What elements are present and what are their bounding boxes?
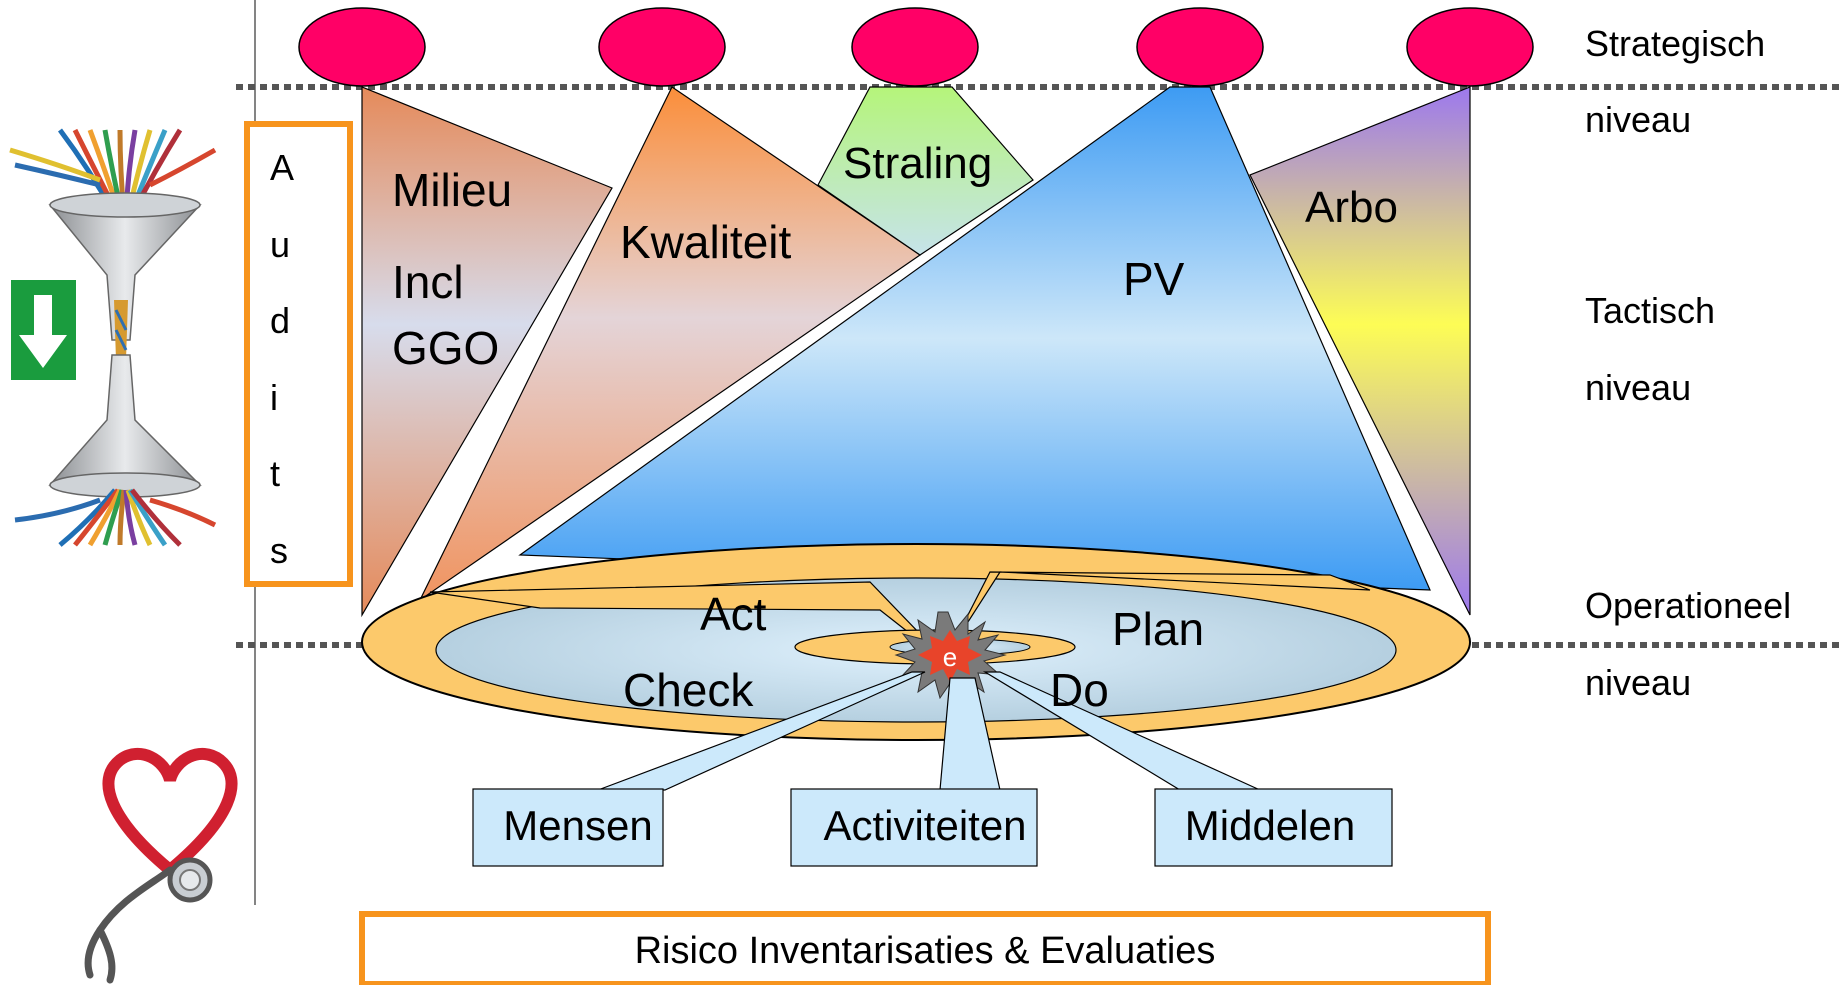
strategic-node — [851, 7, 979, 87]
domain-milieu-incl-label: Incl — [392, 256, 464, 308]
core-label: e — [943, 642, 957, 672]
domain-arbo-shape — [1249, 86, 1471, 616]
domain-arbo-label: Arbo — [1305, 183, 1398, 232]
domain-milieu-label: Milieu — [392, 164, 512, 216]
strategic-node — [1136, 7, 1264, 87]
level-operational-label: Operationeel — [1585, 585, 1791, 626]
domain-pv-shape — [518, 86, 1431, 591]
footer-box — [359, 911, 1491, 985]
funnel-cables-icon — [9, 128, 217, 547]
domain-pv-label: PV — [1123, 253, 1185, 305]
callout-mensen — [597, 671, 926, 791]
audits-box — [244, 121, 353, 587]
footer-label: Risico Inventarisaties & Evaluaties — [635, 930, 1216, 972]
audits-letter: i — [270, 377, 278, 418]
strategic-node — [598, 7, 726, 87]
down-arrow-icon — [11, 280, 76, 380]
domain-kwaliteit-shape — [418, 86, 922, 602]
box-middelen — [1154, 788, 1393, 867]
audits-letter: s — [270, 530, 288, 571]
pdca-act-label: Act — [700, 588, 767, 640]
box-activiteiten — [790, 788, 1038, 867]
audits-letter: A — [270, 147, 294, 188]
pdca-check-label: Check — [623, 664, 754, 716]
domain-straling-shape — [817, 86, 1034, 256]
core-starburst-inner — [918, 630, 982, 682]
level-tactical-label: Tactisch — [1585, 290, 1715, 331]
resource-label-activiteiten: Activiteiten — [823, 802, 1026, 849]
audits-letter: t — [270, 453, 280, 494]
domain-kwaliteit-label: Kwaliteit — [620, 216, 792, 268]
pdca-do-label: Do — [1050, 664, 1109, 716]
domain-milieu-shape — [361, 86, 613, 618]
level-strategic-sub-label: niveau — [1585, 99, 1691, 140]
audits-letter: u — [270, 224, 290, 265]
pdca-plan-label: Plan — [1112, 603, 1204, 655]
strategic-node — [298, 7, 426, 87]
domain-milieu-ggo-label: GGO — [392, 322, 499, 374]
level-tactical-sub-label: niveau — [1585, 367, 1691, 408]
stethoscope-heart-icon — [84, 748, 238, 984]
level-operational-sub-label: niveau — [1585, 662, 1691, 703]
domain-straling-label: Straling — [843, 139, 992, 188]
audits-letter: d — [270, 300, 290, 341]
strategic-node — [1406, 7, 1534, 87]
level-strategic-label: Strategisch — [1585, 23, 1765, 64]
box-mensen — [472, 788, 664, 867]
resource-label-mensen: Mensen — [503, 802, 652, 849]
resource-label-middelen: Middelen — [1185, 802, 1355, 849]
